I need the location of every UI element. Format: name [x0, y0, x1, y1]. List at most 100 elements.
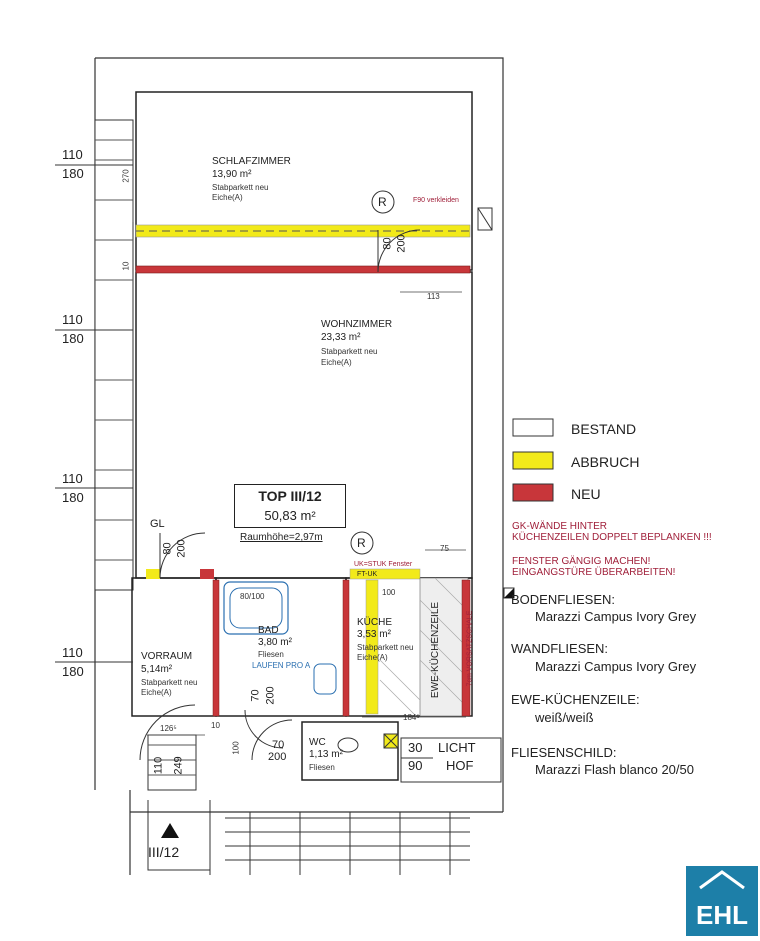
- window-dim-4-top: 110: [62, 645, 83, 660]
- vorraum-floor: Stabparkett neu: [141, 678, 198, 687]
- window-dim-3-bottom: 180: [62, 490, 84, 505]
- wc-floor: Fliesen: [309, 763, 335, 772]
- window-dim-3-top: 110: [62, 471, 83, 486]
- bad-floor: Fliesen: [258, 650, 284, 659]
- bad-door-w: 70: [249, 689, 262, 702]
- vorraum-area: 5,14m²: [141, 664, 173, 675]
- ft-note: FT-UK: [357, 571, 378, 578]
- r-marker-2: [350, 531, 374, 555]
- uk-note: UK=STUK Fenster: [354, 561, 413, 568]
- unit-area: 50,83 m²: [264, 508, 316, 523]
- licht-w: 30: [408, 740, 423, 755]
- dim-184: 184⁵: [403, 713, 420, 722]
- legend-abbruch-label: ABBRUCH: [571, 454, 640, 470]
- stair-arrow-icon: [161, 823, 179, 838]
- spec-boden-value: Marazzi Campus Ivory Grey: [535, 609, 697, 624]
- wohnzimmer-area: 23,33 m²: [321, 332, 361, 343]
- abbruch-wall-1: [135, 224, 471, 238]
- schlafzimmer-outline: [135, 91, 473, 271]
- window-dim-2-bottom: 180: [62, 331, 84, 346]
- vorsatz-label: 7cm VORSATZSCHALE: [466, 610, 474, 687]
- left-wall: [94, 119, 134, 591]
- r-label-1: R: [378, 195, 387, 209]
- wohnzimmer-floor: Stabparkett neu: [321, 347, 378, 356]
- licht-label-2: HOF: [446, 758, 474, 773]
- unit-name: TOP III/12: [258, 488, 322, 504]
- licht-label-1: LICHT: [438, 740, 476, 755]
- schlafzimmer-floor: Stabparkett neu: [212, 183, 269, 192]
- neu-wall-bad-left: [212, 579, 220, 717]
- dim-75: 75: [440, 544, 449, 553]
- dim-270: 270: [121, 169, 131, 183]
- r-label-2: R: [357, 536, 366, 550]
- dim-100: 100: [382, 588, 396, 597]
- window-dim-1-bottom: 180: [62, 166, 84, 181]
- dim-10a: 10: [121, 261, 131, 271]
- spec-wand-value: Marazzi Campus Ivory Grey: [535, 659, 697, 674]
- bad-door-h: 200: [264, 686, 277, 705]
- gl-door-w: 80: [161, 542, 174, 555]
- wohnzimmer-name: WOHNZIMMER: [321, 319, 393, 330]
- note-1a: GK-WÄNDE HINTER: [512, 521, 607, 532]
- unit-label: TOP III/12 50,83 m²: [234, 484, 346, 528]
- neu-wall-bad-right: [342, 579, 350, 717]
- bathtub: [223, 581, 289, 635]
- legend-bestand-label: BESTAND: [571, 421, 637, 437]
- wc-area: 1,13 m²: [309, 749, 343, 760]
- ewe-label: EWE-KÜCHENZEILE: [430, 601, 442, 699]
- vorraum-door-w: 110: [152, 756, 165, 775]
- f90-note: F90 verkleiden: [413, 197, 459, 204]
- wc-door-w: 70: [272, 739, 285, 751]
- stair-label: III/12: [148, 844, 180, 860]
- note-2b: EINGANGSTÜRE ÜBERARBEITEN!: [512, 567, 676, 578]
- wc-name: WC: [309, 737, 326, 748]
- window-dim-4-bottom: 180: [62, 664, 84, 679]
- house-icon: [699, 870, 745, 890]
- legend-abbruch-swatch: [512, 451, 554, 470]
- bad-area: 3,80 m²: [258, 637, 292, 648]
- spec-wand-heading: WANDFLIESEN:: [511, 641, 609, 656]
- gl-label: GL: [150, 518, 165, 530]
- unit-height: Raumhöhe=2,97m: [240, 532, 323, 543]
- vorraum-wood: Eiche(A): [141, 688, 172, 697]
- schlafzimmer-name: SCHLAFZIMMER: [212, 156, 291, 167]
- spec-ewe-heading: EWE-KÜCHENZEILE:: [511, 692, 640, 707]
- gl-door-h: 200: [175, 539, 188, 558]
- schlaf-door-w: 80: [381, 237, 394, 250]
- spec-fliesen-value: Marazzi Flash blanco 20/50: [535, 762, 694, 777]
- window-dim-2-top: 110: [62, 312, 83, 327]
- abbruch-wall-kitchen: [365, 579, 379, 715]
- wohnzimmer-wood: Eiche(A): [321, 358, 352, 367]
- wc-outline: [301, 721, 399, 781]
- legend-neu-swatch: [512, 483, 554, 502]
- schlafzimmer-area: 13,90 m²: [212, 169, 252, 180]
- dim-113: 113: [427, 292, 440, 301]
- legend-bestand-swatch: [512, 418, 554, 437]
- licht-h: 90: [408, 758, 423, 773]
- bad-sink: [313, 663, 337, 695]
- kueche-wood: Eiche(A): [357, 653, 388, 662]
- dim-100b: 100: [231, 741, 241, 755]
- note-2a: FENSTER GÄNGIG MACHEN!: [512, 556, 651, 567]
- dim-126: 126⁵: [160, 724, 177, 733]
- spec-boden-heading: BODENFLIESEN:: [511, 592, 616, 607]
- window-dim-1-top: 110: [62, 147, 83, 162]
- wc-door-h: 200: [268, 751, 287, 763]
- dim-10b: 10: [211, 721, 220, 730]
- note-1b: KÜCHENZEILEN DOPPELT BEPLANKEN !!!: [512, 532, 712, 543]
- dim-80-100: 80/100: [240, 592, 265, 601]
- spec-ewe-value: weiß/weiß: [535, 710, 594, 725]
- neu-wall-1: [135, 265, 471, 274]
- kueche-name: KÜCHE: [357, 617, 393, 628]
- vorraum-door-h: 249: [172, 756, 185, 775]
- schlafzimmer-wood: Eiche(A): [212, 193, 243, 202]
- bad-note: LAUFEN PRO A: [252, 661, 311, 670]
- kueche-floor: Stabparkett neu: [357, 643, 414, 652]
- spec-fliesen-heading: FLIESENSCHILD:: [511, 745, 617, 760]
- legend-neu-label: NEU: [571, 486, 601, 502]
- ehl-logo: EHL: [686, 866, 758, 936]
- kueche-area: 3,53 m²: [357, 629, 391, 640]
- logo-text: EHL: [696, 900, 748, 930]
- vorraum-name: VORRAUM: [141, 651, 193, 662]
